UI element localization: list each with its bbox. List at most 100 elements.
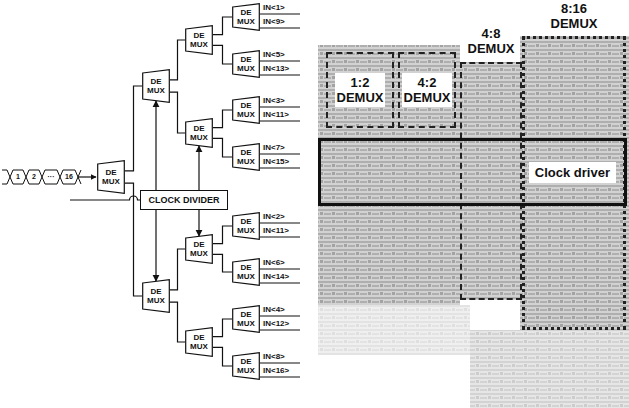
layout-texture	[318, 45, 460, 305]
connector	[170, 302, 185, 342]
demux-symbol: DE MUX	[232, 50, 260, 78]
demux-label: DE MUX	[236, 148, 256, 166]
demux-label: DE MUX	[236, 310, 256, 328]
signal-label: IN<13>	[263, 64, 289, 73]
region-heading: 8:16 DEMUX	[546, 1, 602, 31]
connector	[213, 319, 232, 337]
bit-label: 16	[65, 173, 73, 181]
connector	[213, 110, 232, 128]
demux-label: DE MUX	[236, 101, 256, 119]
bit-label: 1	[16, 173, 20, 181]
input-waveform	[2, 170, 81, 184]
signal-label: IN<11>	[263, 110, 289, 119]
demux-outline	[233, 306, 260, 333]
connector	[213, 254, 232, 272]
demux-outline	[233, 97, 260, 124]
demux-symbol: DE MUX	[232, 3, 260, 31]
layout-region: 4:8 DEMUX	[460, 26, 522, 300]
signal-label: IN<16>	[263, 366, 289, 375]
demux-symbol: DE MUX	[185, 118, 213, 148]
block-label: CLOCK DIVIDER	[148, 195, 219, 206]
clock-input-line	[70, 196, 140, 200]
connector	[213, 45, 232, 64]
demux-outline	[233, 51, 260, 78]
region-heading: 4:8 DEMUX	[463, 26, 519, 56]
demux-label: DE MUX	[236, 357, 256, 375]
region-frame	[460, 62, 522, 300]
connector	[155, 101, 156, 190]
signal-label: IN<3>	[263, 96, 285, 105]
demux-label: DE MUX	[146, 77, 166, 95]
clock-driver-block: Clock driver	[318, 138, 627, 206]
signal-label: IN<7>	[263, 143, 285, 152]
demux-outline	[98, 161, 125, 194]
demux-symbol: DE MUX	[97, 160, 125, 194]
demux-outline	[233, 259, 260, 286]
connector	[213, 226, 232, 244]
demux-symbol: DE MUX	[142, 69, 170, 103]
demux-outline	[233, 213, 260, 240]
signal-label: IN<2>	[263, 212, 285, 221]
demux-label: DE MUX	[189, 124, 209, 142]
demux-label: DE MUX	[236, 55, 256, 73]
signal-label: IN<9>	[263, 17, 285, 26]
demux-outline	[143, 280, 170, 313]
signal-label: IN<11>	[263, 226, 289, 235]
bit-label: 2	[32, 173, 36, 181]
demux-outline	[186, 119, 213, 148]
signal-label: IN<6>	[263, 258, 285, 267]
layout-block: 4:2 DEMUX	[398, 52, 456, 128]
demux-outline	[186, 235, 213, 264]
demux-symbol: DE MUX	[185, 25, 213, 55]
connector	[125, 86, 142, 171]
connector	[198, 146, 199, 190]
connector	[213, 17, 232, 35]
connector	[170, 249, 185, 290]
demux-symbol: DE MUX	[232, 258, 260, 286]
demux-outline	[186, 328, 213, 357]
demux-symbol: DE MUX	[232, 96, 260, 124]
demux-symbol: DE MUX	[185, 327, 213, 357]
demux-label: DE MUX	[236, 8, 256, 26]
signal-label: IN<15>	[263, 157, 289, 166]
signal-label: IN<4>	[263, 305, 285, 314]
connector	[213, 347, 232, 366]
demux-label: DE MUX	[146, 287, 166, 305]
demux-label: DE MUX	[189, 31, 209, 49]
layout-block: 1:2 DEMUX	[326, 52, 394, 128]
demux-label: DE MUX	[189, 240, 209, 258]
input-line	[78, 176, 96, 177]
demux-label: DE MUX	[189, 333, 209, 351]
signal-label: IN<5>	[263, 50, 285, 59]
connector	[213, 138, 232, 157]
demux-symbol: DE MUX	[185, 234, 213, 264]
signal-label: IN<1>	[263, 3, 285, 12]
block-label: 1:2 DEMUX	[335, 73, 385, 107]
connector	[170, 40, 185, 80]
demux-outline	[233, 4, 260, 31]
signal-label: IN<8>	[263, 352, 285, 361]
output-wires	[260, 14, 300, 377]
demux-label: DE MUX	[236, 217, 256, 235]
demux-symbol: DE MUX	[232, 305, 260, 333]
demux-outline	[186, 26, 213, 55]
demux-label: DE MUX	[101, 168, 121, 186]
demux-symbol: DE MUX	[232, 143, 260, 171]
signal-label: IN<14>	[263, 272, 289, 281]
region-frame	[522, 36, 626, 330]
demux-symbol: DE MUX	[232, 352, 260, 380]
demux-symbol: DE MUX	[232, 212, 260, 240]
connector	[155, 210, 156, 281]
demux-outline	[233, 144, 260, 171]
demux-symbol: DE MUX	[142, 279, 170, 313]
demux-outline	[233, 353, 260, 380]
block-label: 4:2 DEMUX	[402, 73, 452, 107]
layout-texture	[520, 36, 629, 330]
layout-texture	[318, 305, 470, 355]
demux-label: DE MUX	[236, 263, 256, 281]
connector	[170, 92, 185, 133]
layout-texture	[460, 62, 522, 300]
signal-label: IN<12>	[263, 319, 289, 328]
layout-texture	[470, 330, 629, 408]
